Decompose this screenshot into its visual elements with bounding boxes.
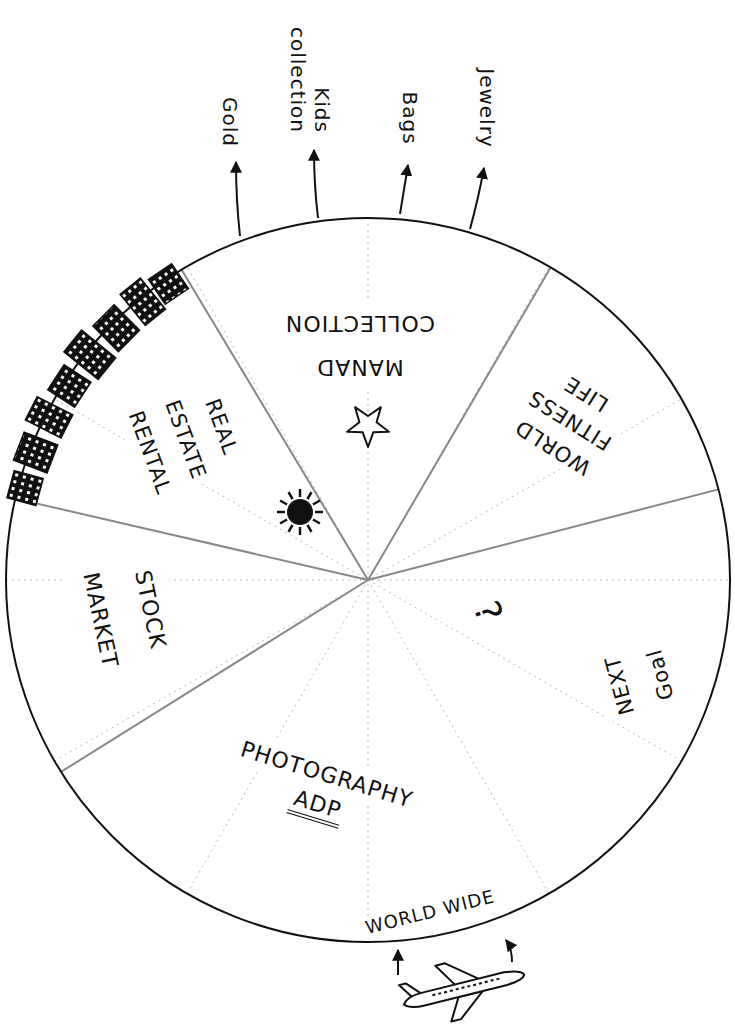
leader-arrow: [314, 150, 318, 218]
building-block: [7, 471, 43, 506]
leader-arrow: [236, 162, 240, 236]
building: [93, 305, 140, 352]
sector-title: REAL ESTATE RENTAL: [116, 377, 254, 503]
sun-disc: [287, 499, 313, 525]
building: [7, 471, 43, 506]
free-label: WORLD WIDE: [360, 885, 500, 939]
leader-arrow: [397, 950, 399, 975]
airplane-body: [402, 968, 525, 1011]
building: [148, 264, 188, 305]
guide-lines: [6, 218, 730, 942]
sector-title: STOCK MARKET: [65, 554, 185, 676]
sun-rays: [277, 489, 323, 535]
sector-box: REAL ESTATE RENTAL: [113, 374, 256, 505]
building-block: [48, 365, 91, 408]
building-block: [93, 305, 140, 352]
airplane-icon: [397, 945, 531, 1031]
leader-arrow: [506, 940, 512, 962]
sector-box: MANAD COLLECTION: [280, 299, 440, 391]
free-label: Jewelry: [475, 65, 499, 150]
airplane-windows: [432, 978, 500, 995]
free-label: ?: [463, 592, 513, 631]
building: [25, 397, 72, 438]
free-label: Bags: [398, 88, 422, 147]
sector-dividers: [15, 268, 718, 772]
sector-divider: [368, 489, 718, 580]
sector-box: WORLD FITNESS LIFE: [500, 351, 640, 490]
building-block: [25, 397, 72, 438]
sector-title: WORLD FITNESS LIFE: [503, 354, 638, 487]
building-block: [148, 264, 188, 305]
free-label: Kids collection: [286, 24, 334, 136]
rim-arrows: [236, 150, 512, 975]
sector-box: PHOTOGRAPHYADP: [222, 729, 423, 851]
building-block: [13, 432, 57, 473]
leader-arrow: [400, 165, 408, 214]
wheel-outline: [6, 218, 730, 942]
star-icon: [347, 407, 389, 447]
building: [13, 432, 57, 473]
sector-box: STOCK MARKET: [62, 552, 187, 679]
building: [48, 365, 91, 408]
sun-icon: [277, 489, 323, 535]
sector-title: NEXT Goal: [591, 637, 689, 722]
sector-box: NEXT Goal: [588, 635, 691, 725]
free-label: Gold: [218, 94, 242, 150]
leader-arrow: [470, 168, 484, 229]
sector-title: MANAD COLLECTION: [282, 301, 438, 389]
